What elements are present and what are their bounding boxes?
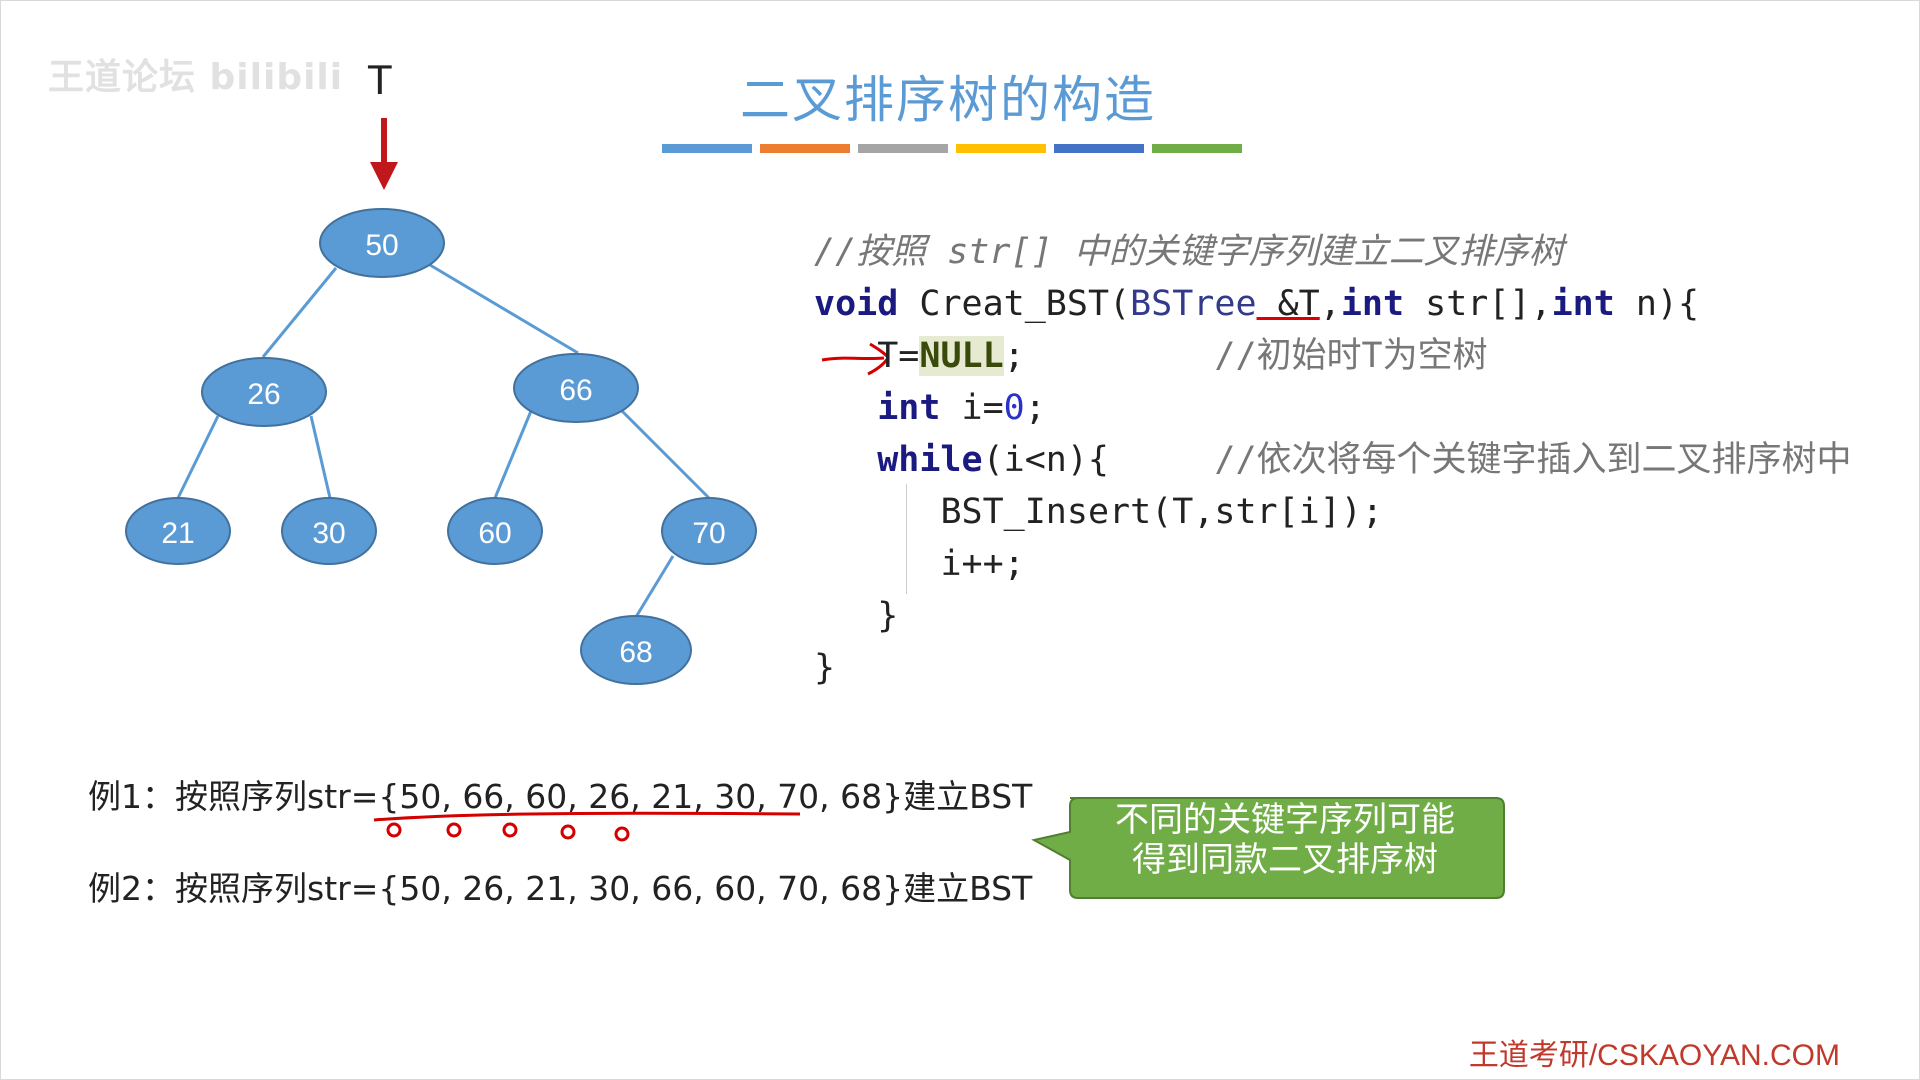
edge-26-21 <box>176 415 220 499</box>
example-1-suffix: }建立BST <box>882 777 1033 816</box>
edge-66-60 <box>493 410 533 499</box>
watermark: 王道论坛 bilibili <box>48 57 344 98</box>
code-close-inner: } <box>877 596 899 636</box>
svg-text:60: 60 <box>478 517 511 550</box>
tree-node: 26 <box>201 357 327 427</box>
accent-stripe-3 <box>858 144 948 153</box>
code-while-line: while(i<n){ //依次将每个关键字插入到二叉排序树中 <box>877 440 1852 480</box>
example-1: 例1：按照序列str={50, 66, 60, 26, 21, 30, 70, … <box>88 770 1032 818</box>
svg-text:26: 26 <box>247 378 280 411</box>
tree-node: 30 <box>281 497 377 565</box>
code-insert-line: BST_Insert(T,str[i]); <box>940 492 1383 532</box>
accent-stripe-6 <box>1152 144 1242 153</box>
svg-text:30: 30 <box>312 517 345 550</box>
callout-line-2: 得到同款二叉排序树 <box>1132 840 1438 880</box>
example-1-sequence: 50, 66, 60, 26, 21, 30, 70, 68 <box>399 777 883 816</box>
code-increment-line: i++; <box>940 544 1025 584</box>
edge-66-70 <box>620 409 711 500</box>
code-comment-line: //按照 str[] 中的关键字序列建立二叉排序树 <box>814 232 1564 272</box>
tree-node: 60 <box>447 497 543 565</box>
accent-stripe-1 <box>662 144 752 153</box>
svg-text:66: 66 <box>559 374 592 407</box>
tree-node: 50 <box>319 208 445 278</box>
annotation-underline <box>373 811 801 842</box>
svg-text:50: 50 <box>365 229 398 262</box>
code-signature-line: void Creat_BST(BSTree &T,int str[],int n… <box>814 284 1700 324</box>
example-1-prefix: 例1：按照序列str={ <box>88 777 400 816</box>
example-2: 例2：按照序列str={50, 26, 21, 30, 66, 60, 70, … <box>88 869 1033 908</box>
accent-stripe-5 <box>1054 144 1144 153</box>
svg-text:21: 21 <box>161 517 194 550</box>
footer-brand: 王道考研/CSKAOYAN.COM <box>1468 1039 1840 1072</box>
callout-shape <box>1031 797 1505 899</box>
code-close-outer: } <box>814 648 836 688</box>
tree-node: 21 <box>125 497 231 565</box>
svg-text:68: 68 <box>619 636 652 669</box>
root-pointer-arrowhead <box>370 162 398 190</box>
tree-node: 68 <box>580 615 692 685</box>
code-int-line: int i=0; <box>877 388 1046 428</box>
svg-text:70: 70 <box>692 517 725 550</box>
edge-50-26 <box>261 267 338 358</box>
annotation-arrow-icon <box>821 342 890 376</box>
callout-bubble <box>1031 797 1505 899</box>
indent-guide <box>906 484 907 594</box>
tree-node: 66 <box>513 353 639 423</box>
callout-line-1: 不同的关键字序列可能 <box>1115 800 1455 840</box>
edge-70-68 <box>634 555 675 618</box>
edge-26-30 <box>309 415 332 499</box>
callout-text: 不同的关键字序列可能 得到同款二叉排序树 <box>1070 800 1500 888</box>
code-block: //按照 str[] 中的关键字序列建立二叉排序树 void Creat_BST… <box>814 226 1852 694</box>
slide-title: 二叉排序树的构造 <box>740 71 1156 129</box>
accent-color-bar <box>662 144 1242 153</box>
code-init-line: T=NULL; //初始时T为空树 <box>877 336 1488 376</box>
edge-50-66 <box>429 263 579 355</box>
accent-stripe-2 <box>760 144 850 153</box>
tree-node: 70 <box>661 497 757 565</box>
accent-stripe-4 <box>956 144 1046 153</box>
root-pointer-label: T <box>367 56 393 103</box>
